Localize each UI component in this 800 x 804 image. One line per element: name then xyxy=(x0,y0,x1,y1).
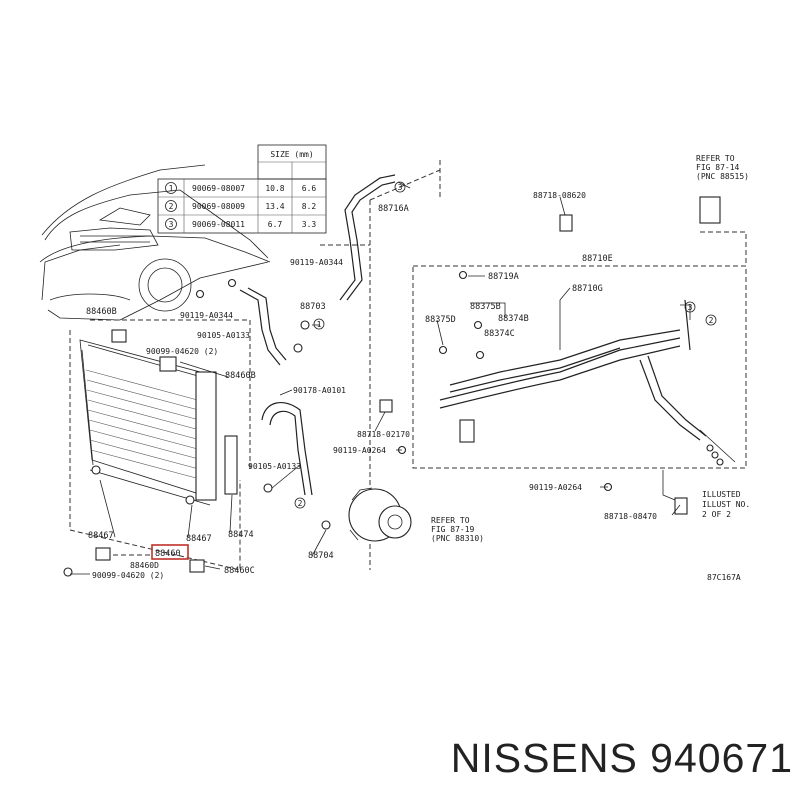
size-table: SIZE (mm) 1 90069-08007 10.8 6.6 2 90069… xyxy=(157,144,327,234)
size-row-1-a: 10.8 xyxy=(265,184,284,193)
callout-2-right: 2 xyxy=(709,316,714,325)
label-90119-A0264-right: 90119-A0264 xyxy=(529,483,582,492)
condenser xyxy=(79,339,238,506)
label-refer-mid-3: (PNC 88310) xyxy=(431,534,484,543)
label-90119-A0264-mid: 90119-A0264 xyxy=(333,446,386,455)
car-front-sketch xyxy=(39,164,271,321)
label-88375B: 88375B xyxy=(470,302,501,312)
size-row-2-a: 13.4 xyxy=(265,202,284,211)
label-90099-04620-top: 90099-04620 (2) xyxy=(146,347,218,356)
small-parts xyxy=(63,196,724,577)
hoses xyxy=(239,174,707,496)
callouts: 3 1 3 2 2 xyxy=(294,181,717,509)
label-illust-code: 87C167A xyxy=(707,573,741,582)
size-row-2-num: 2 xyxy=(169,202,174,211)
compressor xyxy=(348,487,412,542)
label-88704: 88704 xyxy=(308,551,334,561)
callout-1-mid: 1 xyxy=(317,320,322,329)
label-88460B-top: 88460B xyxy=(86,307,117,317)
label-illust-2: ILLUST NO. xyxy=(702,500,750,509)
label-refer-mid-2: FIG 87-19 xyxy=(431,525,475,534)
leader-lines xyxy=(70,181,736,575)
label-88474: 88474 xyxy=(228,530,254,540)
size-row-1-b: 6.6 xyxy=(302,184,317,193)
size-row-3-part: 90069-08011 xyxy=(192,220,245,229)
label-90119-A0344-mid: 90119-A0344 xyxy=(180,311,233,320)
callout-3-top: 3 xyxy=(398,183,403,192)
label-90178-A0101: 90178-A0101 xyxy=(293,386,346,395)
label-88460B-mid: 88460B xyxy=(225,371,256,381)
label-90099-04620-low: 90099-04620 (2) xyxy=(92,571,164,580)
size-row-3-a: 6.7 xyxy=(268,220,283,229)
label-88375D: 88375D xyxy=(425,315,456,325)
label-refer-top-3: (PNC 88515) xyxy=(696,172,749,181)
label-88719A: 88719A xyxy=(488,272,519,282)
label-88460D: 88460D xyxy=(130,561,159,570)
condenser-strip-88474 xyxy=(224,435,238,495)
size-row-3-num: 3 xyxy=(169,220,174,229)
label-88467-right: 88467 xyxy=(186,534,212,544)
label-88374C: 88374C xyxy=(484,329,515,339)
label-88710G: 88710G xyxy=(572,284,603,294)
size-row-2-b: 8.2 xyxy=(302,202,317,211)
label-refer-top-1: REFER TO xyxy=(696,154,735,163)
label-90119-A0344-top: 90119-A0344 xyxy=(290,258,343,267)
size-row-3-b: 3.3 xyxy=(302,220,317,229)
label-90105-A0133-low: 90105-A0133 xyxy=(248,462,301,471)
callout-2-low: 2 xyxy=(298,499,303,508)
label-illust-1: ILLUSTED xyxy=(702,490,741,499)
label-illust-3: 2 OF 2 xyxy=(702,510,731,519)
brand-part-number: NISSENS 940671 xyxy=(450,735,793,781)
label-88467-left: 88467 xyxy=(88,531,114,541)
size-table-title: SIZE (mm) xyxy=(270,150,313,159)
label-88718-08470: 88718-08470 xyxy=(604,512,657,521)
label-88718-08620: 88718-08620 xyxy=(533,191,586,200)
label-88703: 88703 xyxy=(300,302,326,312)
label-88710E: 88710E xyxy=(582,254,613,264)
size-row-1-num: 1 xyxy=(169,184,174,193)
label-88460C: 88460C xyxy=(224,566,255,576)
callout-3-right: 3 xyxy=(688,303,693,312)
label-88716A: 88716A xyxy=(378,204,409,214)
label-88718-02170: 88718-02170 xyxy=(357,430,410,439)
label-88374B: 88374B xyxy=(498,314,529,324)
size-row-1-part: 90069-08007 xyxy=(192,184,245,193)
size-row-2-part: 90069-08009 xyxy=(192,202,245,211)
highlight-88460-box xyxy=(151,544,189,560)
label-refer-mid-1: REFER TO xyxy=(431,516,470,525)
label-90105-A0133-top: 90105-A0133 xyxy=(197,331,250,340)
label-refer-top-2: FIG 87-14 xyxy=(696,163,740,172)
label-88460: 88460 xyxy=(155,549,181,559)
evaporator-lines-box xyxy=(412,265,747,469)
